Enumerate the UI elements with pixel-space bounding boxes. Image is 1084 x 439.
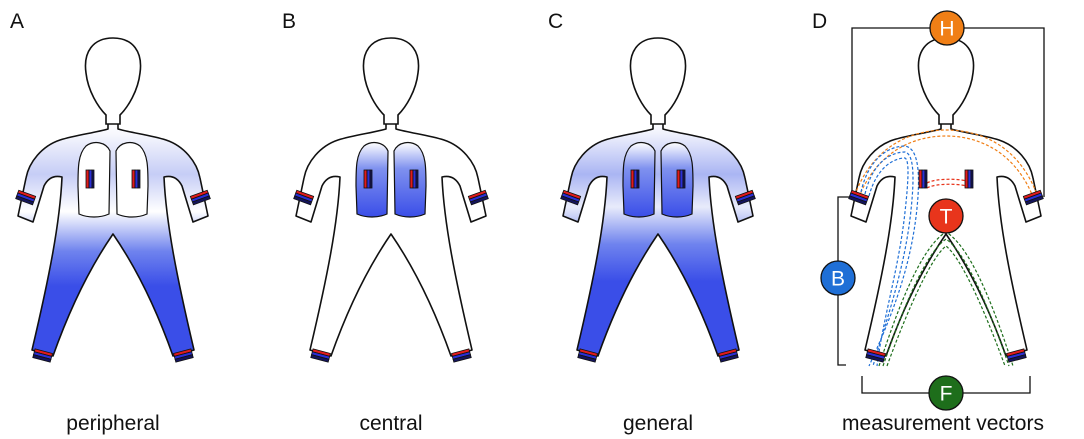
body-node: B — [821, 261, 855, 295]
feet-node: F — [929, 376, 963, 410]
right-thorax-electrode — [677, 170, 685, 188]
thorax-node: T — [929, 199, 963, 233]
head-silhouette — [630, 38, 685, 124]
head-node-label: H — [939, 18, 954, 41]
panel-letter: C — [548, 10, 563, 33]
left-thorax-electrode — [919, 170, 927, 188]
panel-d: D — [812, 10, 1044, 435]
right-thorax-electrode — [132, 170, 140, 188]
panel-caption: general — [623, 412, 693, 435]
body-silhouette — [18, 123, 208, 356]
panel-caption: measurement vectors — [842, 412, 1044, 435]
panel-caption: central — [359, 412, 422, 435]
panel-letter: A — [10, 10, 24, 33]
body-silhouette — [296, 123, 486, 356]
head-silhouette — [918, 38, 973, 124]
thorax-node-label: T — [940, 206, 953, 229]
left-thorax-electrode — [364, 170, 372, 188]
panel-a: A peripheral — [10, 10, 210, 435]
panel-letter: B — [282, 10, 296, 33]
right-thorax-electrode — [965, 170, 973, 188]
panel-letter: D — [812, 10, 827, 33]
body-silhouette — [563, 123, 753, 356]
head-silhouette — [363, 38, 418, 124]
right-thorax-electrode — [410, 170, 418, 188]
head-silhouette — [85, 38, 140, 124]
panel-caption: peripheral — [66, 412, 159, 435]
body-node-label: B — [831, 268, 845, 291]
left-thorax-electrode — [631, 170, 639, 188]
panel-b: B central — [282, 10, 488, 435]
left-thorax-electrode — [86, 170, 94, 188]
panel-c: C general — [548, 10, 755, 435]
head-node: H — [930, 11, 964, 45]
feet-node-label: F — [940, 383, 953, 406]
